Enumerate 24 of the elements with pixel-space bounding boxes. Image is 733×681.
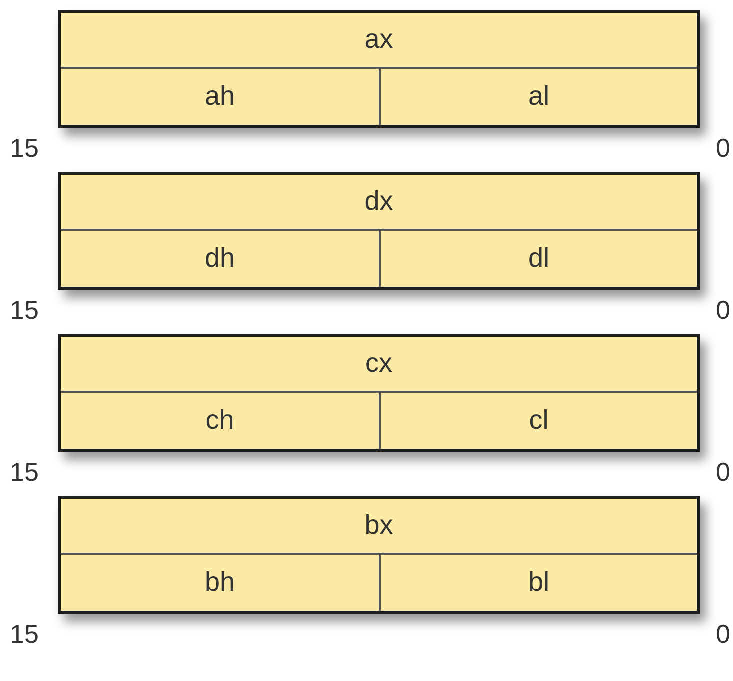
register-box [58,334,700,452]
bit-number: 15 [10,295,39,326]
register-name: cx [364,347,394,380]
register-name: bx [364,509,394,542]
register-box [58,496,700,614]
register-half: cl [379,391,697,449]
register-name: ax [364,23,394,56]
bit-number: 15 [10,619,39,650]
register-half: dh [61,229,379,287]
bit-number: 15 [10,133,39,164]
register-half: ch [61,391,379,449]
register-name: dx [364,185,394,218]
register-half: dl [379,229,697,287]
register-half: bh [61,553,379,611]
register-box [58,172,700,290]
bit-number: 0 [716,133,730,164]
bit-number: 0 [716,295,730,326]
register-box [58,10,700,128]
bit-number: 15 [10,457,39,488]
register-half: bl [379,553,697,611]
bit-number: 0 [716,457,730,488]
register-half: al [379,67,697,125]
register-half: ah [61,67,379,125]
bit-number: 0 [716,619,730,650]
